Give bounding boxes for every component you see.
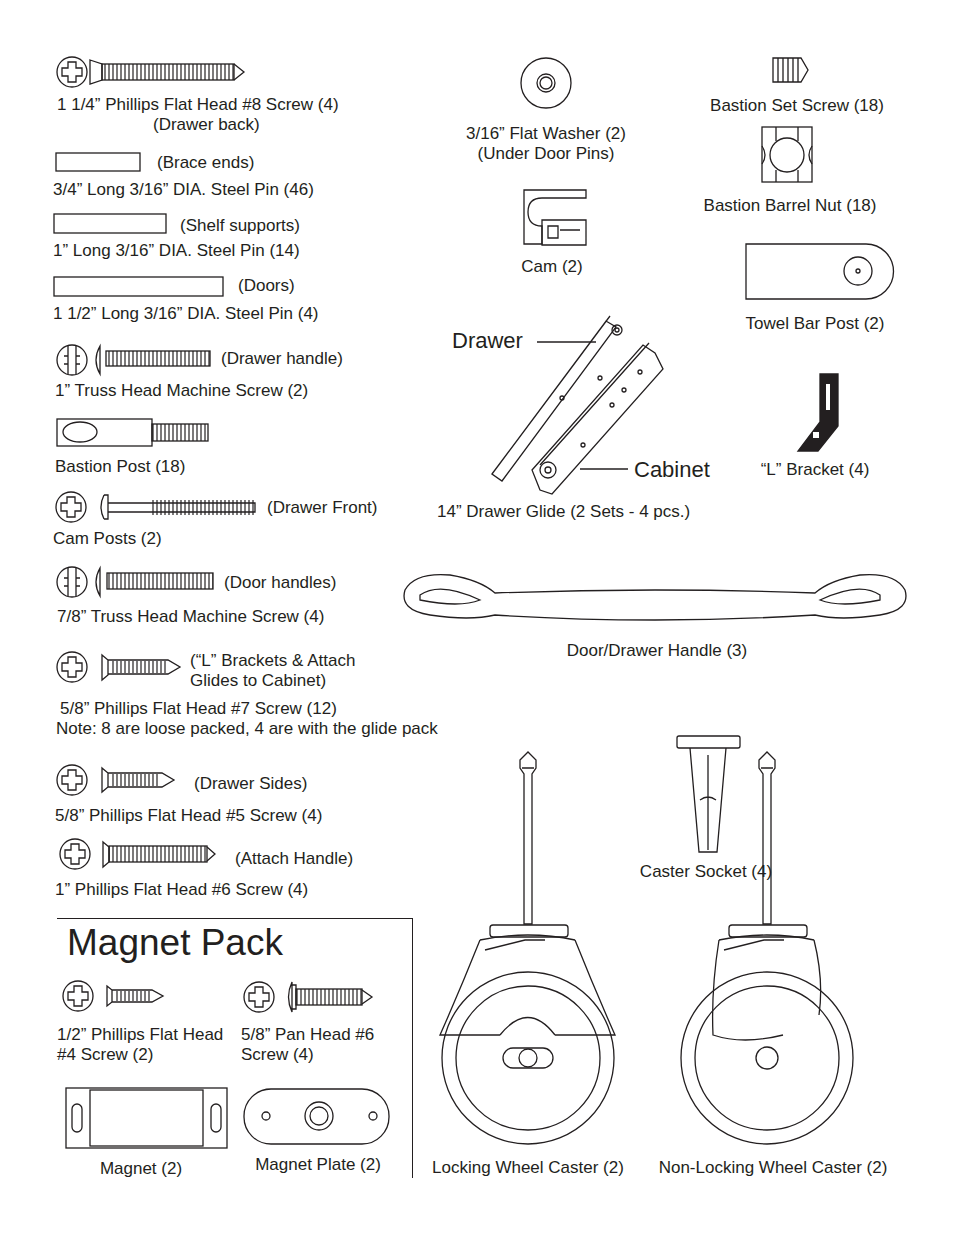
part-label: (Drawer Sides)	[194, 774, 307, 794]
part-label: Door/Drawer Handle (3)	[567, 641, 747, 661]
part-label: (Attach Handle)	[235, 849, 353, 869]
part-label: Bastion Set Screw (18)	[710, 96, 884, 116]
part-label: (Door handles)	[224, 573, 336, 593]
part-label: (Under Door Pins)	[478, 144, 615, 164]
part-label: Bastion Barrel Nut (18)	[704, 196, 877, 216]
part-label: (“L” Brackets & Attach Glides to Cabinet…	[190, 651, 390, 690]
part-label: 5/8” Pan Head #6 Screw (4)	[241, 1025, 411, 1064]
leader-line	[580, 468, 628, 469]
part-label: “L” Bracket (4)	[761, 460, 870, 480]
part-label: Magnet Plate (2)	[255, 1155, 381, 1175]
part-label: 1” Phillips Flat Head #6 Screw (4)	[55, 880, 308, 900]
part-label: Bastion Post (18)	[55, 457, 185, 477]
part-label: Locking Wheel Caster (2)	[432, 1158, 624, 1178]
part-label: (Shelf supports)	[180, 216, 300, 236]
part-label: Drawer	[452, 328, 523, 353]
part-label: Cam (2)	[521, 257, 582, 277]
part-label: 7/8” Truss Head Machine Screw (4)	[57, 607, 324, 627]
part-label: Caster Socket (4)	[640, 862, 772, 882]
part-label: Non-Locking Wheel Caster (2)	[659, 1158, 888, 1178]
part-label: 5/8” Phillips Flat Head #5 Screw (4)	[55, 806, 322, 826]
part-label: 1” Truss Head Machine Screw (2)	[55, 381, 308, 401]
part-label: 3/4” Long 3/16” DIA. Steel Pin (46)	[53, 180, 314, 200]
part-label: (Drawer back)	[153, 115, 260, 135]
pack-region: Magnet Pack	[57, 918, 413, 1178]
part-label: (Doors)	[238, 276, 295, 296]
part-label: (Brace ends)	[157, 153, 254, 173]
part-label: 14” Drawer Glide (2 Sets - 4 pcs.)	[437, 502, 690, 522]
part-label: Magnet (2)	[100, 1159, 182, 1179]
part-label: (Drawer Front)	[267, 498, 378, 518]
leader-line	[537, 341, 596, 342]
part-label: 1” Long 3/16” DIA. Steel Pin (14)	[53, 241, 300, 261]
part-label: 1/2” Phillips Flat Head #4 Screw (2)	[57, 1025, 227, 1064]
pack-heading: Magnet Pack	[67, 923, 283, 964]
part-label: 5/8” Phillips Flat Head #7 Screw (12)	[60, 699, 337, 719]
part-label: Note: 8 are loose packed, 4 are with the…	[56, 719, 438, 739]
part-label: Towel Bar Post (2)	[746, 314, 885, 334]
part-label: 1 1/2” Long 3/16” DIA. Steel Pin (4)	[53, 304, 319, 324]
part-label: 3/16” Flat Washer (2)	[466, 124, 626, 144]
part-label: (Drawer handle)	[221, 349, 343, 369]
part-label: Cam Posts (2)	[53, 529, 162, 549]
part-label: Cabinet	[634, 457, 710, 482]
part-label: 1 1/4” Phillips Flat Head #8 Screw (4)	[57, 95, 339, 115]
